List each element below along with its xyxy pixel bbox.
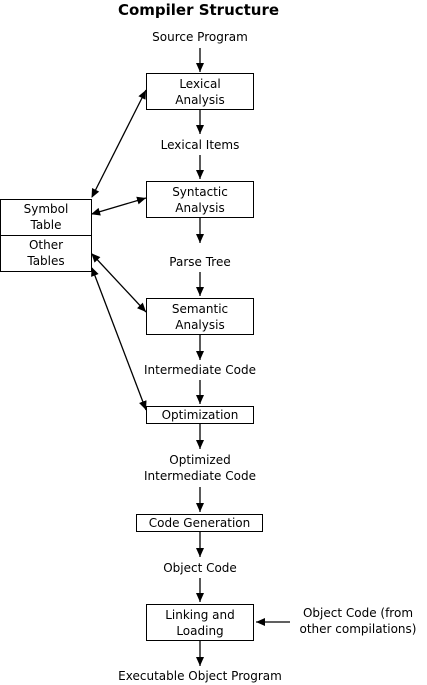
link-symbol-syntactic [91,196,147,216]
lexical-items-label: Lexical Items [160,138,240,152]
optimization-text: Optimization [161,408,239,422]
other-tables-line-1: Other [28,238,64,253]
lexical-line-1: Lexical [179,76,221,91]
intermediate-code-label: Intermediate Code [144,363,256,377]
symbol-table-line-1: Symbol [23,202,69,217]
symbol-table-cell: Symbol Table [1,200,91,236]
other-compilations-line-2: other compilations) [299,622,417,636]
optimized-label-line-2: Intermediate Code [144,469,256,483]
syntactic-line-2: Analysis [175,200,225,215]
link-tables-optimization [91,267,147,411]
linking-line-2: Loading [176,623,224,638]
syntactic-analysis-box: Syntactic Analysis [146,181,254,218]
diagram-title: Compiler Structure [117,1,280,19]
linking-line-1: Linking and [165,607,235,622]
optimization-box: Optimization [146,406,254,424]
optimized-label-line-1: Optimized [169,453,231,467]
parse-tree-label: Parse Tree [169,255,231,269]
object-code-label: Object Code [163,561,237,575]
link-symbol-lexical [91,89,147,198]
executable-program-label: Executable Object Program [118,669,282,683]
other-tables-cell: Other Tables [1,236,91,272]
symbol-table-line-2: Table [30,218,62,233]
semantic-line-2: Analysis [175,317,225,332]
code-generation-box: Code Generation [136,514,263,532]
syntactic-line-1: Syntactic [172,184,228,199]
code-generation-text: Code Generation [148,516,251,530]
lexical-analysis-box: Lexical Analysis [146,73,254,110]
lexical-line-2: Analysis [175,92,225,107]
semantic-line-1: Semantic [171,301,229,316]
semantic-analysis-box: Semantic Analysis [146,298,254,335]
other-tables-line-2: Tables [27,254,65,269]
source-program-label: Source Program [152,30,248,44]
linking-loading-box: Linking and Loading [146,604,254,641]
other-compilations-line-1: Object Code (from [302,606,414,620]
tables-box: Symbol Table Other Tables [0,199,92,272]
